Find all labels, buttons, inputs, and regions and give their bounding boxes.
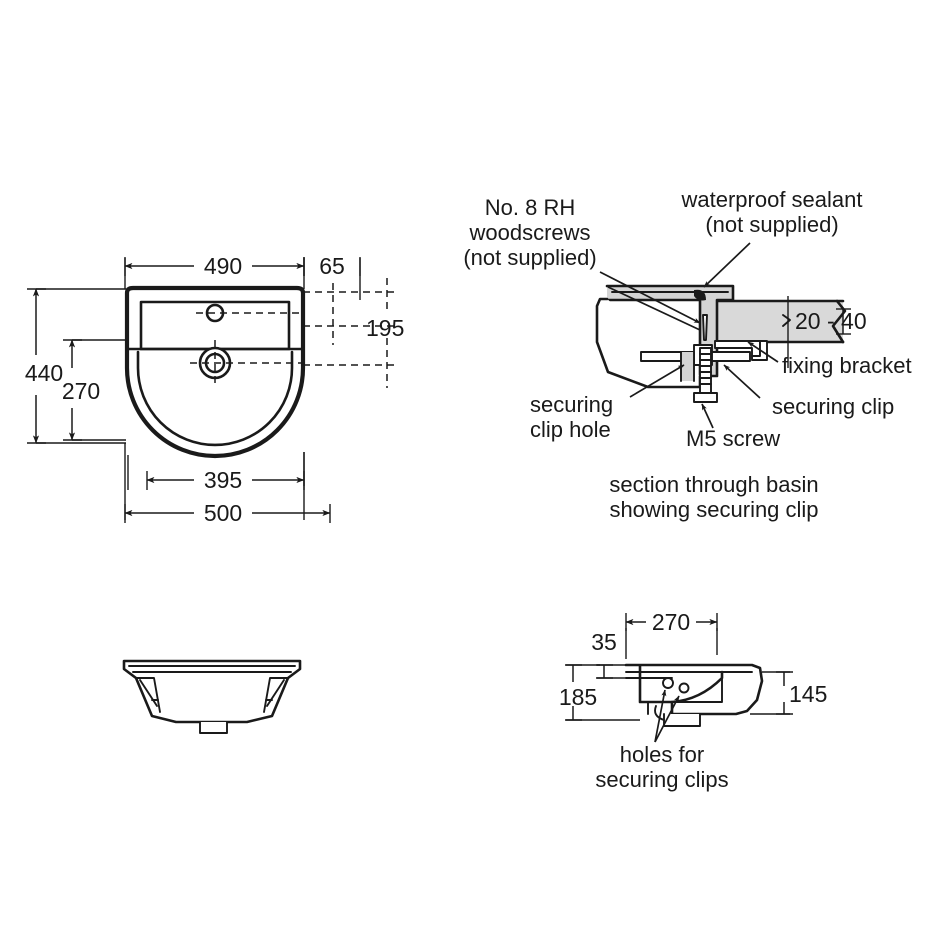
securing-clip-hole-2 [678, 682, 690, 694]
dimension-395: 395 [146, 467, 305, 493]
dimension-270-plan-text: 270 [62, 378, 100, 404]
callout-fixing-bracket: fixing bracket [747, 341, 912, 378]
m5-screw [693, 347, 718, 403]
callout-securing-clip-text: securing clip [772, 394, 894, 419]
dimension-440-text: 440 [25, 360, 63, 386]
dimension-185-text: 185 [559, 684, 597, 710]
callout-woodscrews-line2: woodscrews [468, 220, 590, 245]
dimension-145: 145 [776, 671, 827, 715]
side-elevation-view: 270 35 185 145 [559, 609, 828, 792]
front-elevation-view [122, 659, 302, 734]
securing-clip-hole [681, 352, 694, 381]
dimension-490: 490 [124, 253, 305, 279]
callout-m5-screw-leader [701, 403, 714, 429]
dimension-35-text: 35 [591, 629, 617, 655]
side-foot-curve [654, 705, 665, 721]
dimension-440: 440 [25, 288, 63, 444]
dimension-35: 35 [591, 629, 617, 679]
callout-woodscrews-leader [599, 271, 701, 324]
dimension-195-text: 195 [366, 315, 404, 341]
callout-woodscrews: No. 8 RH woodscrews (not supplied) [463, 195, 701, 331]
callout-securing-clip: securing clip [723, 364, 894, 419]
section-caption-line1: section through basin [609, 472, 818, 497]
tap-hole [196, 303, 303, 323]
callout-sealant: waterproof sealant (not supplied) [681, 187, 863, 288]
dimension-65-text: 65 [319, 253, 345, 279]
front-elevation-outline [122, 659, 302, 724]
section-caption-line2: showing securing clip [609, 497, 818, 522]
plan-view: 490 65 440 270 [25, 253, 405, 526]
callout-sealant-leader [703, 242, 751, 288]
dimension-20-40-text: 20 - 40 [795, 308, 867, 334]
basin-rim-section-outline [605, 284, 735, 378]
dimension-270-plan: 270 [62, 339, 100, 441]
callout-woodscrews-line3: (not supplied) [463, 245, 596, 270]
callout-clip-hole-leader [629, 364, 685, 398]
callout-securing-clip-leader [723, 364, 761, 399]
front-right-diag [266, 679, 285, 707]
dimension-500-text: 500 [204, 500, 242, 526]
callout-clip-hole-line2: clip hole [530, 417, 611, 442]
callout-fixing-bracket-text: fixing bracket [782, 353, 912, 378]
section-caption: section through basin showing securing c… [609, 472, 818, 522]
basin-inner-bowl [136, 350, 294, 447]
callout-clip-hole-line1: securing [530, 392, 613, 417]
dimension-185: 185 [559, 664, 597, 721]
waste-outlet [190, 340, 303, 388]
callout-securing-clip-hole: securing clip hole [530, 364, 685, 442]
holes-for-securing-clips [662, 677, 690, 694]
dimension-395-text: 395 [204, 467, 242, 493]
callout-fixing-bracket-leader [747, 341, 779, 363]
callout-woodscrews-line1: No. 8 RH [485, 195, 575, 220]
dimension-195: 195 [303, 278, 404, 388]
callout-holes-line1: holes for [620, 742, 704, 767]
callout-m5-screw: M5 screw [686, 403, 780, 451]
callout-sealant-line1: waterproof sealant [681, 187, 863, 212]
callout-m5-screw-text: M5 screw [686, 426, 780, 451]
securing-clip-hole-1 [662, 677, 674, 689]
waterproof-sealant-blob [694, 289, 706, 301]
worktop-slab-fill [703, 301, 843, 342]
dimension-490-text: 490 [204, 253, 242, 279]
callout-holes-line2: securing clips [595, 767, 728, 792]
callout-holes-securing-clips: holes for securing clips [595, 689, 729, 792]
side-bowl-inner-box [671, 677, 723, 703]
front-left-diag [139, 679, 158, 707]
callout-woodscrews-leader-2 [607, 286, 701, 331]
woodscrew-spike [702, 314, 708, 341]
callout-holes-leader-1 [654, 689, 667, 743]
basin-bowl-wall-section [595, 297, 702, 389]
dimension-270-side: 270 [625, 609, 718, 635]
section-detail-view: 20 - 40 No. 8 RH woodscrews (not supplie… [463, 187, 911, 522]
dimension-145-text: 145 [789, 681, 827, 707]
callout-holes-leader-2 [654, 695, 680, 743]
dimension-65: 65 [303, 253, 361, 279]
dimension-20-40: 20 - 40 [770, 296, 867, 368]
dimension-500: 500 [124, 500, 331, 526]
dim-20-40-arrow-glyph [782, 314, 791, 327]
dimension-270-side-text: 270 [652, 609, 690, 635]
callout-sealant-line2: (not supplied) [705, 212, 838, 237]
front-bottom-boss [199, 721, 228, 734]
